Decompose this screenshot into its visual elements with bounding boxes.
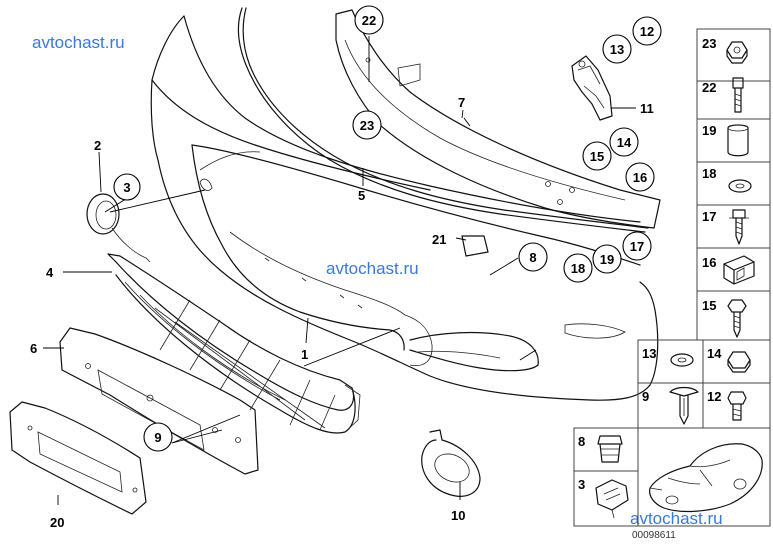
plate-holder-part xyxy=(9,401,147,515)
pad-part xyxy=(461,235,489,257)
nut-23-icon xyxy=(726,41,748,64)
label-7: 7 xyxy=(458,95,465,110)
legend-num-3: 3 xyxy=(578,477,585,492)
legend-num-9: 9 xyxy=(642,389,649,404)
license-base-part xyxy=(59,327,259,475)
bushing-19-icon xyxy=(727,124,749,157)
callout-19: 19 xyxy=(592,244,622,274)
rivet-9-icon xyxy=(669,386,699,425)
svg-text:3: 3 xyxy=(123,180,130,195)
callout-18: 18 xyxy=(563,253,593,283)
label-11: 11 xyxy=(640,101,654,116)
svg-text:14: 14 xyxy=(617,135,632,150)
svg-text:22: 22 xyxy=(362,13,376,28)
label-4: 4 xyxy=(46,265,54,280)
label-5: 5 xyxy=(358,188,365,203)
watermark-bottom-right: avtochast.ru xyxy=(630,509,723,528)
legend-num-23: 23 xyxy=(702,36,716,51)
callout-12: 12 xyxy=(632,16,662,46)
callout-17: 17 xyxy=(622,231,652,261)
callout-23: 23 xyxy=(352,110,382,140)
svg-text:9: 9 xyxy=(154,430,161,445)
fog-cover-part xyxy=(86,193,151,263)
nut-14-icon xyxy=(727,351,751,373)
watermark-center: avtochast.ru xyxy=(326,259,419,278)
screw-17-icon xyxy=(732,209,746,245)
label-21: 21 xyxy=(432,232,446,247)
bolt-12-icon xyxy=(727,391,747,421)
bumper-cover-part xyxy=(150,15,659,401)
label-1: 1 xyxy=(301,347,308,362)
legend-num-13: 13 xyxy=(642,346,656,361)
legend-num-18: 18 xyxy=(702,166,716,181)
svg-text:8: 8 xyxy=(529,250,536,265)
callout-14: 14 xyxy=(609,127,639,157)
washer-18-icon xyxy=(728,179,752,193)
callout-13: 13 xyxy=(602,34,632,64)
svg-text:13: 13 xyxy=(610,42,624,57)
side-legend: 23 22 19 18 17 16 15 xyxy=(696,28,771,341)
car-silhouette-icon xyxy=(649,443,763,513)
legend-num-8: 8 xyxy=(578,434,585,449)
svg-text:19: 19 xyxy=(600,252,614,267)
label-2: 2 xyxy=(94,138,101,153)
legend-num-15: 15 xyxy=(702,298,716,313)
buffer-8-icon xyxy=(597,435,623,463)
legend-num-16: 16 xyxy=(702,255,716,270)
label-10: 10 xyxy=(451,508,465,523)
svg-text:18: 18 xyxy=(571,261,585,276)
svg-text:15: 15 xyxy=(590,149,604,164)
svg-text:12: 12 xyxy=(640,24,654,39)
legend-num-22: 22 xyxy=(702,80,716,95)
screw-15-icon xyxy=(727,299,747,338)
legend-num-12: 12 xyxy=(707,389,721,404)
fog-ring-part xyxy=(421,429,481,497)
callout-15: 15 xyxy=(582,141,612,171)
callout-3: 3 xyxy=(113,173,141,201)
legend-num-19: 19 xyxy=(702,123,716,138)
svg-text:16: 16 xyxy=(633,170,647,185)
grille-part xyxy=(107,253,361,434)
label-20: 20 xyxy=(50,515,64,530)
svg-text:17: 17 xyxy=(630,239,644,254)
callout-22: 22 xyxy=(354,5,384,35)
legend-num-17: 17 xyxy=(702,209,716,224)
bracket-part xyxy=(571,55,613,121)
bottom-legend: 13 14 9 12 8 3 xyxy=(573,339,771,527)
bolt-22-icon xyxy=(732,77,744,113)
leader-lines xyxy=(43,36,636,505)
callout-8: 8 xyxy=(518,242,548,272)
clip-16-icon xyxy=(723,255,755,285)
svg-text:23: 23 xyxy=(360,118,374,133)
callout-9: 9 xyxy=(143,422,173,452)
label-6: 6 xyxy=(30,341,37,356)
bracket-3-icon xyxy=(595,479,629,511)
seal-strip-part xyxy=(237,7,649,233)
washer-13-icon xyxy=(670,353,694,367)
watermark-top-left: avtochast.ru xyxy=(32,33,125,52)
diagram-code: 00098611 xyxy=(632,530,676,541)
legend-num-14: 14 xyxy=(707,346,722,361)
callout-16: 16 xyxy=(625,162,655,192)
